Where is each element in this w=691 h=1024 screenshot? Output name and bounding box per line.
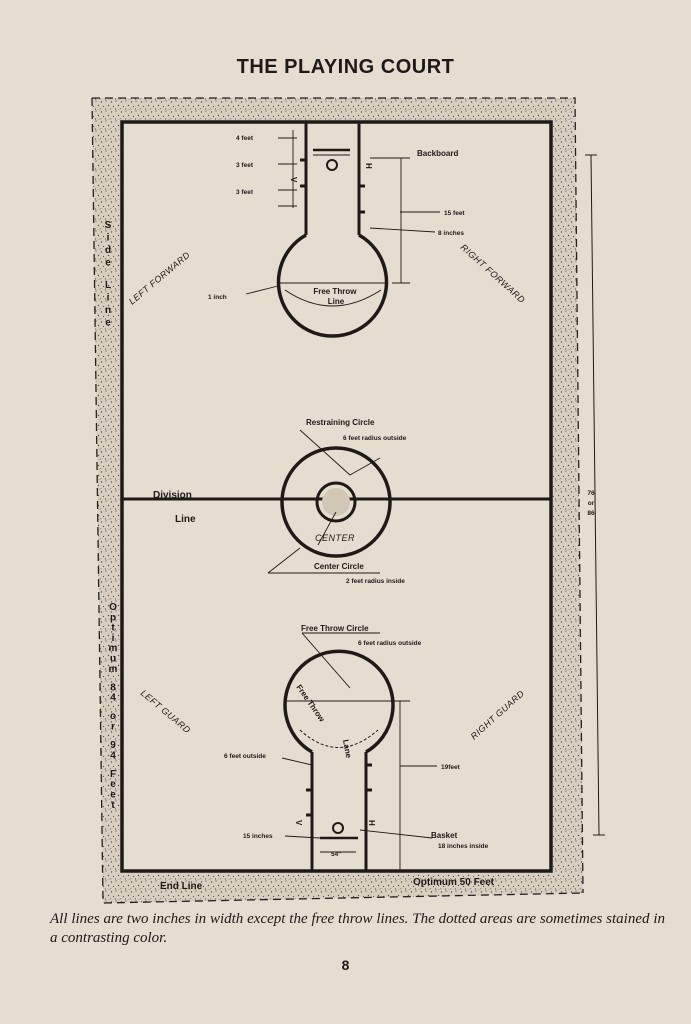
side-line-text-char: i: [107, 233, 110, 244]
optimum-length-text-char: 4: [110, 693, 116, 704]
optimum-length-text-char: m: [109, 643, 118, 654]
center-circle: [315, 481, 357, 523]
label-ft-radius: 6 feet radius outside: [358, 640, 422, 647]
dashed-outer-boundary: [92, 97, 584, 894]
optimum-length-text-char: 9: [110, 740, 116, 751]
caption: All lines are two inches in width except…: [50, 911, 665, 946]
label-fifty-four: 54": [331, 851, 341, 858]
optimum-length-text-char: i: [112, 633, 115, 644]
optimum-length-text-char: m: [109, 664, 118, 675]
page-title: THE PLAYING COURT: [236, 56, 455, 78]
side-line-text-char: i: [107, 293, 110, 304]
label-three-feet-2: 3 feet: [236, 189, 254, 196]
mark-h-top: H: [364, 163, 373, 169]
optimum-length-text-char: O: [109, 602, 117, 613]
optimum-length-text-char: u: [110, 654, 116, 665]
label-restraining-radius: 6 feet radius outside: [343, 435, 407, 442]
optimum-length-text-char: t: [111, 800, 115, 811]
label-center-circle: Center Circle: [314, 562, 364, 571]
top-basket-ring: [326, 159, 338, 171]
optimum-length-text-char: o: [110, 711, 116, 722]
page-number: 8: [341, 957, 350, 973]
label-free-throw-circle: Free Throw Circle: [301, 624, 369, 633]
label-basket: Basket: [431, 831, 458, 840]
label-length-alt-1: 76: [587, 490, 595, 497]
label-nineteen-feet: 19feet: [441, 764, 461, 771]
top-free-throw-area: [276, 122, 389, 338]
mark-h-bottom: H: [367, 820, 376, 826]
label-three-feet-1: 3 feet: [236, 162, 254, 169]
label-length-alt-3: 86: [587, 510, 595, 517]
side-line-text-char: S: [105, 220, 112, 231]
optimum-length-text-char: 4: [110, 750, 116, 761]
label-optimum-width: Optimum 50 Feet: [413, 877, 495, 888]
label-end-line: End Line: [160, 881, 203, 892]
side-line-text-char: d: [105, 245, 111, 256]
optimum-length-text-char: t: [111, 623, 115, 634]
optimum-length-text-char: e: [110, 789, 116, 800]
center-circle-fill: [322, 488, 350, 516]
optimum-length-text-char: 8: [110, 682, 116, 693]
bottom-free-throw-circle: [283, 649, 395, 754]
optimum-length-text-char: e: [110, 779, 116, 790]
top-free-throw-circle: [276, 233, 389, 338]
bottom-free-throw-area: [283, 649, 395, 871]
label-division: Division: [153, 490, 192, 501]
side-line-text-char: n: [105, 305, 111, 316]
dashed-outer-boundary-left: [91, 97, 584, 904]
bottom-dimension-marks: [281, 632, 437, 871]
bottom-basket-ring: [332, 822, 344, 834]
side-line-text-char: e: [105, 258, 111, 269]
side-line-text-char: L: [105, 280, 111, 291]
label-restraining-circle: Restraining Circle: [306, 418, 375, 427]
mark-v-bottom: V: [294, 820, 303, 826]
side-line-text-char: e: [105, 318, 111, 329]
court-boundary: [120, 120, 553, 873]
optimum-length-text-char: p: [110, 612, 116, 623]
label-free-throw-line-1: Free Throw: [313, 287, 357, 296]
bottom-circle-inner-arc: [299, 729, 379, 748]
label-six-feet-outside: 6 feet outside: [224, 753, 266, 760]
label-fifteen-inches: 15 inches: [243, 833, 273, 840]
label-fifteen-feet: 15 feet: [444, 210, 465, 217]
label-eight-inches: 8 inches: [438, 230, 464, 237]
side-line-text-char: [107, 268, 110, 279]
label-center-radius: 2 feet radius inside: [346, 578, 405, 585]
label-four-feet: 4 feet: [236, 135, 254, 142]
label-basket-size: 18 inches inside: [438, 843, 489, 850]
optimum-length-text-char: r: [111, 721, 115, 732]
label-center: CENTER: [315, 533, 355, 543]
restraining-circle: [280, 446, 392, 558]
center-leader-lines: [267, 429, 381, 574]
label-backboard: Backboard: [417, 149, 458, 158]
label-one-inch: 1 inch: [208, 294, 227, 301]
label-free-throw-line: Free Throw Line: [313, 287, 358, 306]
label-line: Line: [175, 514, 196, 525]
top-circle-inner-arc: [284, 289, 382, 307]
label-lane: Lane: [341, 739, 353, 759]
optimum-length-text-char: F: [110, 769, 116, 780]
label-length-alt-2: or: [588, 500, 595, 507]
label-free-throw-line-2: Line: [328, 297, 345, 306]
top-dimension-marks: [245, 130, 440, 295]
mark-v-top: V: [289, 177, 298, 183]
length-dimension: [585, 154, 605, 836]
